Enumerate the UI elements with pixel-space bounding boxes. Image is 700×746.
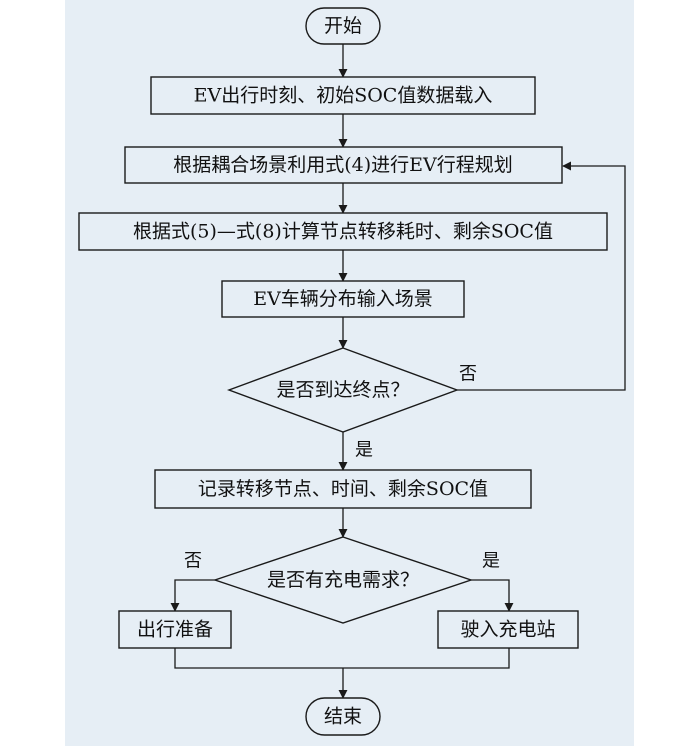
prepare-box: 出行准备: [118, 610, 232, 649]
station-box: 驶入充电站: [437, 610, 579, 649]
no-branch-label: 否: [459, 364, 477, 385]
charge-yes-label: 是: [482, 551, 500, 572]
edge-merge: [174, 648, 510, 669]
load-box: EV出行时刻、初始SOC值数据载入: [150, 76, 536, 115]
edges: [170, 44, 626, 699]
decision-end-label: 是否到达终点？: [276, 379, 409, 401]
edge-charge-no: [170, 579, 215, 612]
station-label: 驶入充电站: [460, 619, 555, 641]
decision-charge-label: 是否有充电需求？: [267, 569, 419, 591]
record-box: 记录转移节点、时间、剩余SOC值: [154, 469, 532, 509]
start-node: 开始: [305, 7, 381, 45]
yes-branch-label: 是: [355, 440, 373, 461]
plan-label: 根据耦合场景利用式(4)进行EV行程规划: [173, 154, 513, 176]
end-node: 结束: [305, 697, 381, 736]
compute-label: 根据式(5)—式(8)计算节点转移耗时、剩余SOC值: [133, 221, 553, 243]
load-label: EV出行时刻、初始SOC值数据载入: [194, 85, 493, 107]
edge-decision-no-loop: [457, 161, 626, 391]
edge-charge-yes: [471, 579, 514, 612]
decision-end-node: 是否到达终点？: [226, 347, 460, 433]
plan-box: 根据耦合场景利用式(4)进行EV行程规划: [124, 146, 563, 184]
compute-box: 根据式(5)—式(8)计算节点转移耗时、剩余SOC值: [78, 212, 608, 251]
record-label: 记录转移节点、时间、剩余SOC值: [198, 478, 488, 500]
input-box: EV车辆分布输入场景: [221, 280, 465, 318]
end-label: 结束: [324, 706, 362, 728]
prepare-label: 出行准备: [137, 619, 213, 641]
charge-no-label: 否: [184, 551, 202, 572]
start-label: 开始: [324, 15, 362, 37]
decision-charge-node: 是否有充电需求？: [212, 536, 474, 624]
input-label: EV车辆分布输入场景: [253, 288, 433, 310]
